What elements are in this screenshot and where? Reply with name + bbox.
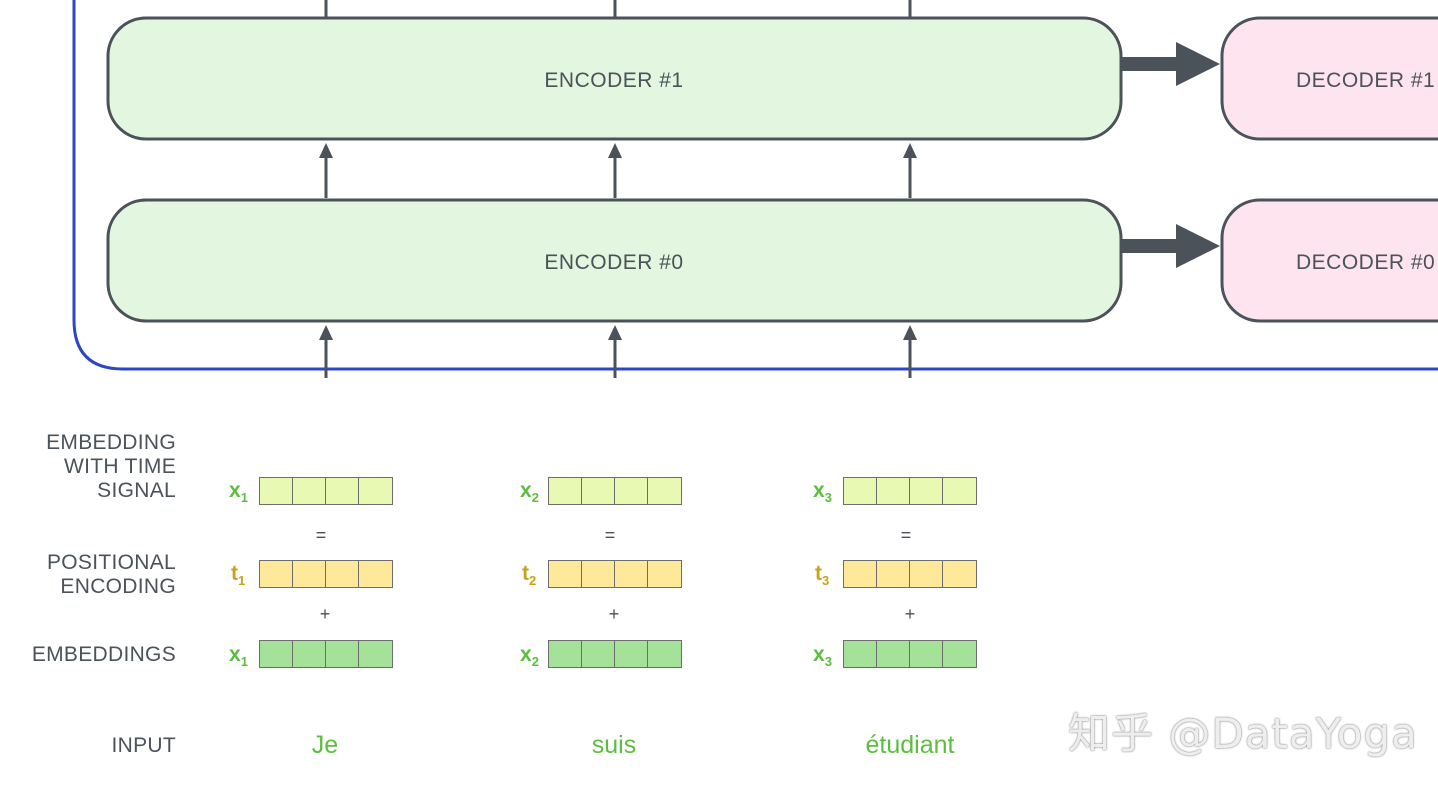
vector-cell: [582, 561, 615, 587]
vector-cell: [326, 641, 359, 667]
vector-cell: [549, 561, 582, 587]
row-label-input: INPUT: [111, 734, 176, 757]
positional-vector-2: [548, 560, 682, 588]
vector-cell: [615, 478, 648, 504]
vector-cell: [910, 478, 943, 504]
vector-cell: [943, 561, 976, 587]
vector-cell: [648, 478, 681, 504]
vector-cell: [844, 641, 877, 667]
vector-cell: [877, 641, 910, 667]
plus-sign-2: +: [608, 604, 620, 624]
vector-cell: [260, 641, 293, 667]
input-word-1: Je: [311, 731, 339, 759]
row-label-positional-encoding: POSITIONAL ENCODING: [16, 551, 176, 599]
row-label-embeddings: EMBEDDINGS: [31, 643, 176, 666]
vector-cell: [293, 641, 326, 667]
vector-cell: [943, 478, 976, 504]
embedding-symbol-1: x1: [229, 643, 248, 670]
vector-cell: [549, 478, 582, 504]
vector-cell: [359, 478, 392, 504]
equals-sign-1: =: [315, 525, 327, 545]
plus-sign-1: +: [319, 604, 331, 624]
input-word-2: suis: [591, 731, 637, 759]
input-word-3: étudiant: [865, 731, 955, 759]
encoder-stack-frame: [72, 0, 1438, 371]
vector-cell: [943, 641, 976, 667]
row-label-line: SIGNAL: [97, 479, 176, 502]
vector-cell: [582, 641, 615, 667]
embedding-vector-2: [548, 640, 682, 668]
row-label-line: ENCODING: [60, 575, 176, 598]
vector-cell: [582, 478, 615, 504]
encoder-1-box: [106, 16, 1123, 141]
positional-symbol-2: t2: [522, 562, 537, 589]
encoder-0-to-decoder-0-arrow: [1121, 224, 1220, 268]
embedding-vector-1: [259, 640, 393, 668]
positional-vector-3: [843, 560, 977, 588]
row-label-embedding-with-time-signal: EMBEDDING WITH TIME SIGNAL: [16, 431, 176, 503]
vector-cell: [293, 561, 326, 587]
decoder-1-box: [1220, 16, 1438, 141]
vector-cell: [260, 561, 293, 587]
embedding-vector-3: [843, 640, 977, 668]
encoder-1-to-decoder-1-arrow: [1121, 42, 1220, 86]
row-label-line: POSITIONAL: [46, 551, 176, 574]
vector-cell: [615, 641, 648, 667]
time-signal-vector-3: [843, 477, 977, 505]
positional-symbol-3: t3: [815, 562, 830, 589]
time-signal-symbol-2: x2: [520, 479, 539, 506]
positional-vector-1: [259, 560, 393, 588]
time-signal-vector-1: [259, 477, 393, 505]
vector-cell: [359, 561, 392, 587]
equals-sign-2: =: [604, 525, 616, 545]
time-signal-symbol-3: x3: [813, 479, 832, 506]
encoder-0-box: [106, 198, 1123, 323]
equals-sign-3: =: [900, 525, 912, 545]
decoder-0-label: DECODER #0: [1296, 251, 1435, 274]
embedding-symbol-3: x3: [813, 643, 832, 670]
vector-cell: [260, 478, 293, 504]
plus-sign-3: +: [904, 604, 916, 624]
vector-cell: [326, 478, 359, 504]
row-label-line: WITH TIME: [64, 455, 176, 478]
vector-cell: [359, 641, 392, 667]
vector-cell: [549, 641, 582, 667]
encoder-0-label: ENCODER #0: [544, 251, 683, 274]
time-signal-vector-2: [548, 477, 682, 505]
vertical-arrows: [319, 0, 917, 378]
watermark: 知乎 @DataYoga: [1068, 709, 1418, 758]
vector-cell: [910, 561, 943, 587]
positional-symbol-1: t1: [231, 562, 246, 589]
decoder-1-label: DECODER #1: [1296, 69, 1435, 92]
time-signal-symbol-1: x1: [229, 479, 248, 506]
vector-cell: [844, 478, 877, 504]
vector-cell: [877, 561, 910, 587]
decoder-0-box: [1220, 198, 1438, 323]
encoder-1-label: ENCODER #1: [544, 69, 683, 92]
row-label-line: EMBEDDING: [46, 431, 176, 454]
vector-cell: [844, 561, 877, 587]
vector-cell: [910, 641, 943, 667]
vector-cell: [293, 478, 326, 504]
embedding-symbol-2: x2: [520, 643, 539, 670]
vector-cell: [877, 478, 910, 504]
vector-cell: [648, 561, 681, 587]
vector-cell: [615, 561, 648, 587]
vector-cell: [648, 641, 681, 667]
vector-cell: [326, 561, 359, 587]
